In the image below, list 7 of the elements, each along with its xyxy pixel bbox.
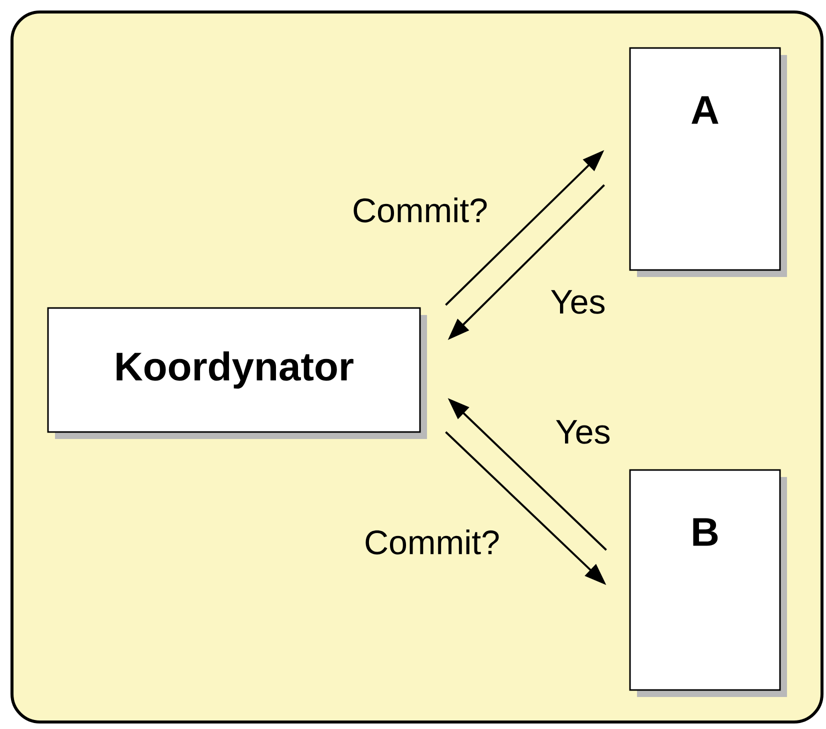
edge-label: Yes xyxy=(548,288,608,316)
edge-label: Commit? xyxy=(350,196,490,224)
process-box: B xyxy=(629,469,787,697)
process-box: Koordynator xyxy=(47,307,427,439)
edge-label: Yes xyxy=(553,418,613,446)
edge-label: Commit? xyxy=(362,528,502,556)
process-box: A xyxy=(629,47,787,277)
